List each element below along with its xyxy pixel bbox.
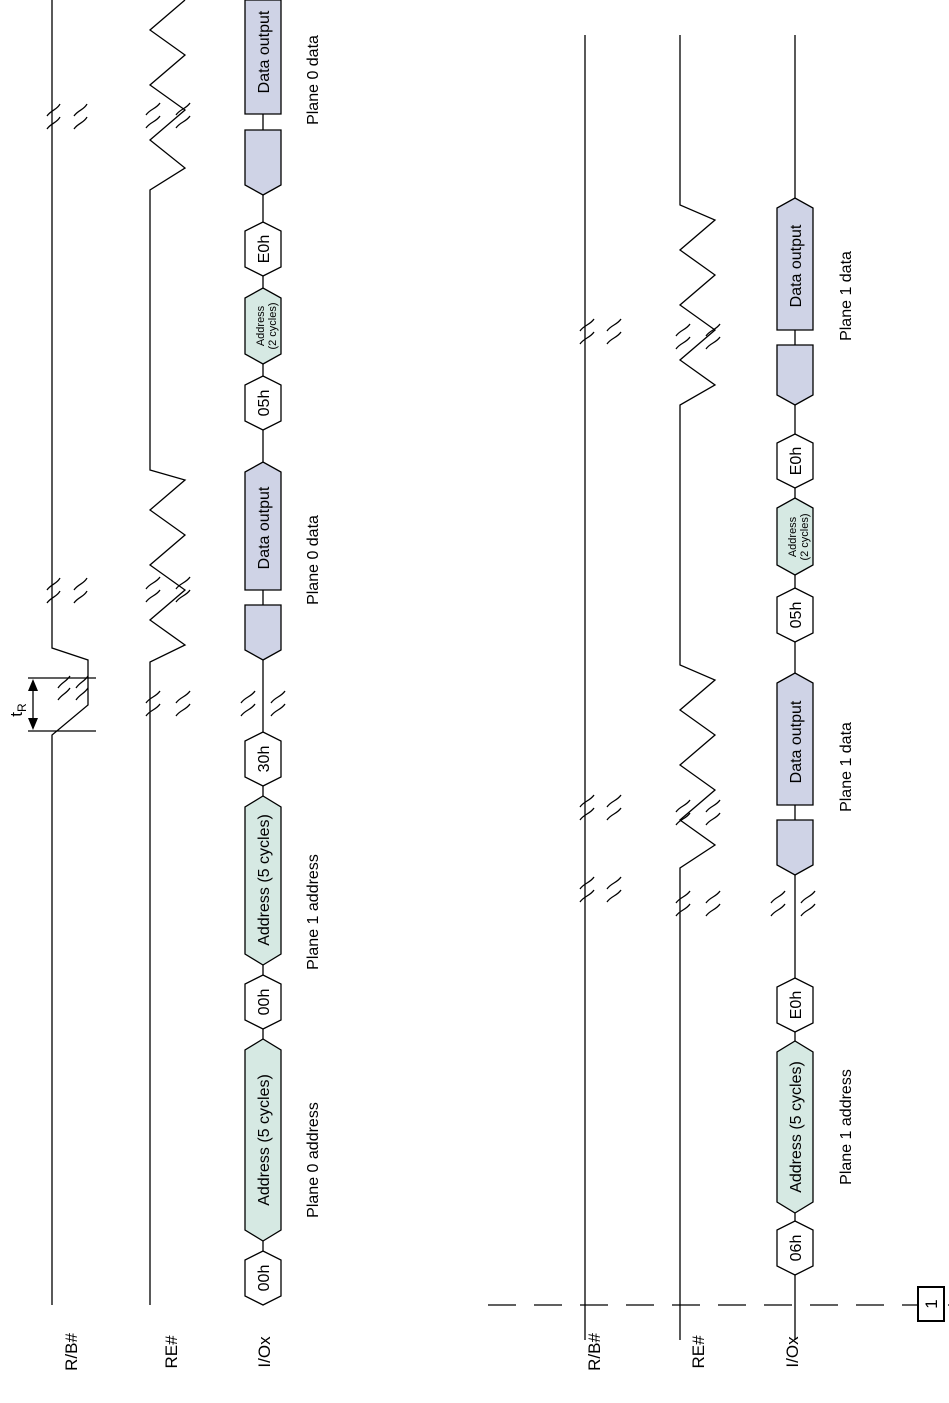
svg-text:Data output: Data output <box>788 224 805 307</box>
tr-dimension: tR <box>7 677 96 732</box>
bottom-annot-plane1-address: Plane 1 address <box>838 1069 855 1185</box>
svg-text:06h: 06h <box>788 1235 805 1262</box>
svg-text:E0h: E0h <box>788 991 805 1019</box>
bottom-cmd-e0h-2: E0h <box>776 433 814 489</box>
top-panel: R/B# RE# I/Ox tR <box>7 0 322 1371</box>
svg-text:Address (5 cycles): Address (5 cycles) <box>256 1074 273 1206</box>
marker-box: 1 <box>917 1286 945 1322</box>
top-data-output-2: Data output <box>244 0 282 115</box>
svg-text:05h: 05h <box>256 390 273 417</box>
svg-text:05h: 05h <box>788 602 805 629</box>
top-re-label: RE# <box>162 1335 181 1369</box>
tr-label: tR <box>7 703 29 717</box>
bottom-address-2-cycles: Address (2 cycles) <box>776 497 814 576</box>
top-rb-waveform <box>51 0 89 1305</box>
svg-text:Address (5 cycles): Address (5 cycles) <box>788 1061 805 1193</box>
top-re-breaks <box>145 102 191 717</box>
bottom-rb-breaks <box>579 318 622 903</box>
svg-text:Data output: Data output <box>788 700 805 783</box>
top-data-output-1: Data output <box>244 461 282 591</box>
svg-text:Address (5 cycles): Address (5 cycles) <box>256 814 273 946</box>
bottom-re-label: RE# <box>689 1335 708 1369</box>
top-annot-plane0-data-1: Plane 0 data <box>305 515 322 605</box>
top-cmd-00h-1: 00h <box>244 1250 282 1306</box>
svg-text:Address: Address <box>787 516 799 557</box>
bottom-cmd-e0h-1: E0h <box>776 977 814 1033</box>
top-annot-plane0-data-2: Plane 0 data <box>305 35 322 125</box>
top-data-block-2 <box>244 129 282 196</box>
svg-text:30h: 30h <box>256 746 273 773</box>
bottom-cmd-06h: 06h <box>776 1220 814 1276</box>
bottom-data-output-2: Data output <box>776 197 814 331</box>
bottom-data-block-2 <box>776 344 814 406</box>
svg-text:Address: Address <box>255 305 267 346</box>
bottom-annot-plane1-data-1: Plane 1 data <box>838 722 855 812</box>
bottom-io-label: I/Ox <box>783 1336 802 1368</box>
top-cmd-30h: 30h <box>244 731 282 787</box>
top-annot-plane1-address: Plane 1 address <box>305 854 322 970</box>
bottom-cmd-05h: 05h <box>776 587 814 643</box>
svg-text:00h: 00h <box>256 1265 273 1292</box>
top-cmd-e0h: E0h <box>244 221 282 277</box>
svg-text:00h: 00h <box>256 989 273 1016</box>
bottom-panel: R/B# RE# I/Ox <box>488 35 949 1371</box>
top-re-waveform <box>148 0 187 1305</box>
bottom-annot-plane1-data-2: Plane 1 data <box>838 251 855 341</box>
bottom-address-5-cycles: Address (5 cycles) <box>776 1040 814 1214</box>
svg-text:1: 1 <box>922 1299 941 1308</box>
top-address-5-cycles-1: Address (5 cycles) <box>244 1038 282 1242</box>
svg-text:(2 cycles): (2 cycles) <box>267 302 279 349</box>
bottom-re-waveform <box>678 35 717 1340</box>
bottom-data-block-1 <box>776 819 814 876</box>
svg-text:E0h: E0h <box>256 235 273 263</box>
top-address-5-cycles-2: Address (5 cycles) <box>244 795 282 966</box>
bottom-rb-label: R/B# <box>585 1333 604 1371</box>
svg-text:(2 cycles): (2 cycles) <box>799 513 811 560</box>
top-io-breaks <box>240 690 286 717</box>
top-address-2-cycles: Address (2 cycles) <box>244 287 282 365</box>
bottom-re-breaks <box>675 323 721 917</box>
top-rb-label: R/B# <box>62 1333 81 1371</box>
top-io-label: I/Ox <box>255 1336 274 1368</box>
top-cmd-00h-2: 00h <box>244 974 282 1030</box>
top-rb-breaks <box>46 103 89 701</box>
svg-text:Data output: Data output <box>256 10 273 93</box>
svg-text:E0h: E0h <box>788 447 805 475</box>
svg-text:Data output: Data output <box>256 486 273 569</box>
top-data-block-1 <box>244 604 282 661</box>
bottom-io-breaks <box>770 890 816 917</box>
top-cmd-05h: 05h <box>244 375 282 431</box>
bottom-data-output-1: Data output <box>776 672 814 806</box>
top-annot-plane0-address: Plane 0 address <box>305 1102 322 1218</box>
